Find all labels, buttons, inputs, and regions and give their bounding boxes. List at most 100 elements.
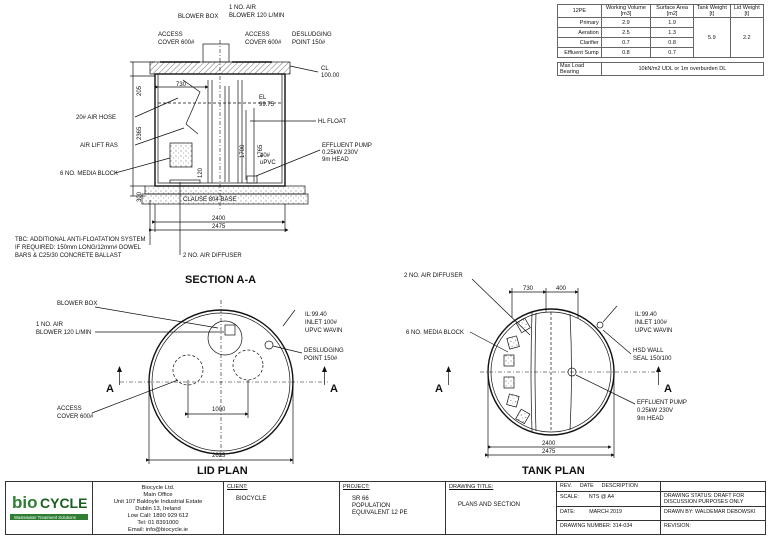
revision: REVISION: <box>664 522 691 529</box>
section-pump <box>246 175 258 184</box>
lid-access-cover-left <box>172 354 204 386</box>
lid-blower-opening <box>207 320 243 356</box>
logo-area: bio CYCLE Wastewater Treatment Solutions <box>6 482 93 534</box>
spec-header-lid-weight: Lid Weight [t] <box>729 4 765 18</box>
label-media-block: 6 NO. MEDIA BLOCK <box>60 171 118 177</box>
tank-label-media-block: 6 NO. MEDIA BLOCK <box>406 330 464 336</box>
spec-row: Clarifier 0.7 0.8 <box>557 37 764 48</box>
svg-text:CYCLE: CYCLE <box>40 495 87 511</box>
drawn-by: DRAWN BY: WALDEMAR DEBOWSKI <box>661 507 765 521</box>
section-a-a: 205 2365 300 730 1700 1765 120 2400 2475… <box>15 5 372 286</box>
label-clause-base: CLAUSE 804 BASE <box>183 197 236 203</box>
biocycle-logo: bio CYCLE Wastewater Treatment Solutions <box>10 493 88 520</box>
lid-section-mark-right: A <box>330 383 338 395</box>
spec-row: Primary 2.9 1.9 5.9 2.2 <box>557 17 765 58</box>
scale-value: NTS @ A4 <box>588 494 614 500</box>
tank-dim-2400: 2400 <box>542 441 556 447</box>
tank-dim-730: 730 <box>523 286 534 292</box>
label-air-lift: AIR LIFT RAS <box>80 143 118 149</box>
spec-header-pe: 12PE <box>557 4 602 18</box>
lid-desludging-point <box>264 340 274 350</box>
tank-plan: A A 730 400 2400 2475 2 NO. AIR DIFFUSER… <box>404 273 687 477</box>
tank-dim-400: 400 <box>556 286 567 292</box>
date-value: MARCH 2019 <box>589 509 622 515</box>
dim-2365: 2365 <box>137 126 143 140</box>
label-blower-box: BLOWER BOX <box>178 14 218 20</box>
tank-section-mark-left: A <box>435 383 443 395</box>
dim-205: 205 <box>137 85 143 96</box>
dim-2475: 2475 <box>212 224 226 230</box>
dim-1700: 1700 <box>240 144 246 158</box>
lid-label-blower-box: BLOWER BOX <box>57 301 97 307</box>
dim-1000: 1000 <box>212 407 226 413</box>
title-tank-plan: TANK PLAN <box>522 465 585 477</box>
label-hl-float: HL FLOAT <box>318 119 346 125</box>
dim-120: 120 <box>198 167 204 178</box>
spec-max-load-label: Max Load Bearing <box>557 62 602 76</box>
section-blower-box <box>202 43 230 63</box>
project-label: PROJECT: <box>343 484 370 490</box>
lid-access-cover-right <box>232 349 264 381</box>
spec-lid-weight: 2.2 <box>729 17 765 58</box>
title-block: bio CYCLE Wastewater Treatment Solutions… <box>5 481 766 535</box>
spec-max-load-value: 10kN/m2 UDL or 1m overburden DL <box>600 62 765 76</box>
dim-730: 730 <box>176 82 187 88</box>
tank-label-diffuser: 2 NO. AIR DIFFUSER <box>404 273 463 279</box>
tank-section-mark-right: A <box>664 383 672 395</box>
project-value: SR 66 POPULATION EQUIVALENT 12 PE <box>352 496 408 516</box>
dim-1765: 1765 <box>258 144 264 158</box>
title-section-a-a: SECTION A-A <box>185 274 256 286</box>
spec-header-tank-weight: Tank Weight [t] <box>693 4 731 18</box>
section-media-block <box>169 142 193 168</box>
tank-dim-2475: 2475 <box>542 449 556 455</box>
scale-label: SCALE: <box>560 494 579 500</box>
drawing-title-label: DRAWING TITLE: <box>449 484 494 490</box>
spec-tank-weight: 5.9 <box>693 17 731 58</box>
date-label: DATE: <box>560 509 576 515</box>
spec-table: 12PE Working Volume [m3] Surface Area [m… <box>557 4 765 76</box>
label-air-hose: 20# AIR HOSE <box>76 115 116 121</box>
title-lid-plan: LID PLAN <box>197 465 248 477</box>
client-label: CLIENT: <box>227 484 248 490</box>
company-details: Biocycle Ltd. Main Office Unit 107 Baldo… <box>93 482 224 534</box>
spec-header-volume: Working Volume [m3] <box>600 4 652 18</box>
dim-2623: 2623 <box>212 453 226 459</box>
label-air-diffuser: 2 NO. AIR DIFFUSER <box>183 253 242 259</box>
spec-header-area: Surface Area [m2] <box>650 4 695 18</box>
drawing-number: DRAWING NUMBER: 314-034 <box>557 520 661 534</box>
drawing-title-value: PLANS AND SECTION <box>458 502 521 508</box>
dim-300: 300 <box>137 191 143 202</box>
drawing-title-box: DRAWING TITLE: PLANS AND SECTION <box>446 482 557 534</box>
svg-text:Wastewater Treatment Solutions: Wastewater Treatment Solutions <box>14 515 76 520</box>
section-concrete-base <box>144 185 306 195</box>
label-upvc: 40#uPVC <box>260 153 276 166</box>
drawing-status: DRAWING STATUS: DRAFT FOR DISCUSSION PUR… <box>661 492 765 507</box>
svg-text:bio: bio <box>12 493 38 512</box>
client-value: BIOCYCLE <box>236 496 267 502</box>
section-clause-base <box>141 193 309 205</box>
project-box: PROJECT: SR 66 POPULATION EQUIVALENT 12 … <box>340 482 446 534</box>
tank-media-blocks <box>503 317 531 425</box>
lid-blower-box <box>224 324 236 336</box>
client-box: CLIENT: BIOCYCLE <box>224 482 340 534</box>
lid-section-mark-left: A <box>106 383 114 395</box>
dim-2400: 2400 <box>212 216 226 222</box>
